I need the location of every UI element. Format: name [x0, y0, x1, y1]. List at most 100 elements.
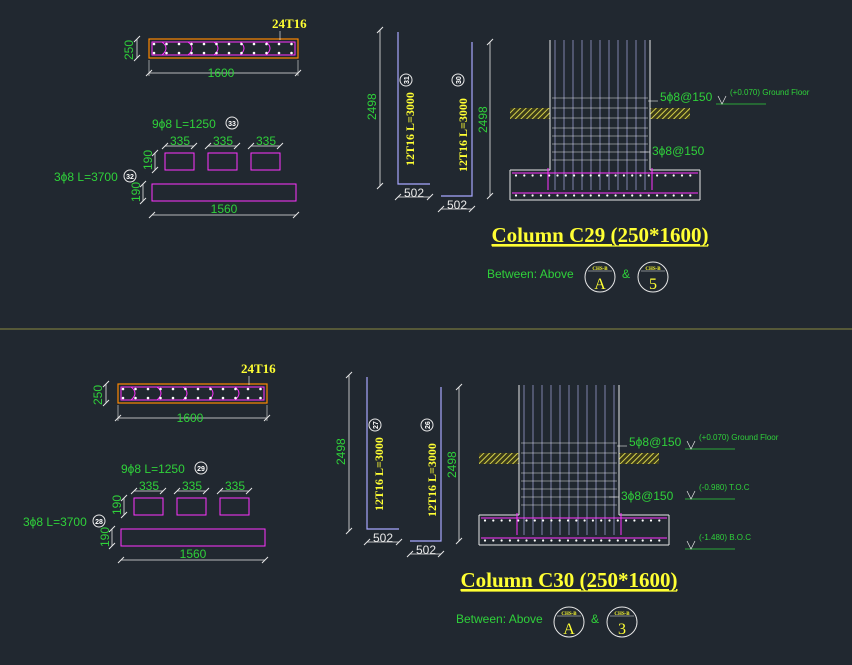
cage-link-mark: 28 [95, 519, 103, 526]
footing-bar-dot [625, 539, 628, 542]
bar-a-lap-dim: 502 [373, 531, 393, 545]
footing-bar-dot [639, 194, 642, 197]
dimension-tick [345, 371, 353, 379]
rebar-dot [227, 42, 231, 46]
rebar-dot [134, 387, 137, 391]
links-label: 9ϕ8 L=1250 [152, 117, 216, 131]
dimension-tick [376, 26, 384, 34]
footing-bar-dot [564, 194, 567, 197]
footing-bar-dot [680, 174, 684, 177]
level-marker [686, 490, 696, 500]
dimension-tick [426, 193, 434, 201]
footing-bar-dot [556, 194, 559, 197]
footing-bar-dot [523, 194, 526, 197]
section-inner-link [130, 386, 136, 401]
footing-bar-dot [591, 539, 595, 542]
bottom-links-note: 3ϕ8@150 [652, 144, 705, 158]
footing-bar-dot [583, 539, 586, 542]
footing-bar-dot [672, 194, 675, 197]
dimension-tick [363, 538, 371, 546]
rebar-dot [146, 387, 150, 391]
rebar-dot [177, 42, 181, 46]
link-shape [164, 152, 195, 171]
footing-bar-dot [525, 539, 528, 542]
footing-bar-dot [575, 519, 578, 522]
rebar-dot [240, 42, 243, 46]
link-spacing-dim: 335 [213, 134, 233, 148]
dimension-tick [395, 538, 403, 546]
footing-bar-dot [542, 519, 545, 522]
dimension-tick [173, 487, 181, 495]
section-inner-link [182, 386, 188, 401]
footing-bar-dot [583, 519, 586, 522]
dimension-tick [204, 142, 212, 150]
rebar-dot [277, 51, 281, 55]
rebar-dot [134, 396, 137, 400]
link-spacing-dim: 335 [256, 134, 276, 148]
link-shape [219, 497, 250, 516]
bar-a-label: 12T16 L=3000 [403, 92, 417, 166]
link-spacing-dim: 335 [139, 479, 159, 493]
dimension-tick [130, 487, 138, 495]
footing-bar-dot [514, 194, 518, 197]
footing-bar-dot [597, 174, 601, 177]
bar-a-label: 12T16 L=3000 [372, 437, 386, 511]
dimension-tick [190, 142, 198, 150]
footing-bar-dot [542, 539, 545, 542]
bar-b-shape [441, 42, 473, 197]
footing-bar-dot [680, 194, 684, 197]
rebar-dot [240, 51, 243, 55]
dimension-tick [261, 556, 269, 564]
dimension-tick [159, 487, 167, 495]
rebar-dot [202, 51, 206, 55]
rebar-dot [259, 387, 262, 391]
footing-bar-dot [517, 539, 520, 542]
section-inner-link [156, 386, 162, 401]
dimension-tick [455, 537, 463, 545]
dimension-tick [133, 35, 141, 43]
dimension-tick [139, 197, 147, 205]
dimension-tick [406, 550, 414, 558]
section-outline [117, 383, 268, 404]
footing-bar-dot [539, 174, 543, 177]
grid-ref-grid: 5 [649, 276, 657, 293]
grid-ref-sheet: CHS-B [592, 267, 608, 272]
rebar-dot [121, 387, 125, 391]
cage-link-label: 3ϕ8 L=3700 [23, 515, 87, 529]
footing-bar-dot [525, 519, 528, 522]
footing-bar-dot [591, 519, 595, 522]
cage-link-label: 3ϕ8 L=3700 [54, 170, 118, 184]
section-outline [148, 38, 299, 59]
rebar-dot [215, 51, 218, 55]
rebar-dot [152, 51, 156, 55]
footing-bar-dot [573, 194, 576, 197]
level-label: (+0.070) Ground Floor [699, 433, 779, 442]
footing-bar-dot [558, 519, 561, 522]
level-label: (+0.070) Ground Floor [730, 88, 810, 97]
cage-link-mark-circle [92, 514, 106, 528]
top-links-note: 5ϕ8@150 [660, 90, 713, 104]
dimension-tick [133, 54, 141, 62]
level-label: (-1.480) B.O.C [699, 533, 751, 542]
dimension-tick [437, 550, 445, 558]
grid-ref-grid: A [563, 621, 575, 638]
rebar-dot [171, 396, 175, 400]
footing-bar-dot [483, 539, 487, 542]
rebar-dot [159, 387, 162, 391]
cage-height-dim: 190 [98, 527, 112, 547]
bar-b-mark-circle [420, 418, 434, 432]
rebar-dot [184, 396, 187, 400]
footing-bar-dot [558, 539, 561, 542]
footing-bar-dot [614, 194, 617, 197]
footing-bar-dot [658, 539, 661, 542]
footing-bar-dot [689, 194, 692, 197]
rebar-dot [196, 396, 200, 400]
footing-bar-dot [633, 519, 636, 522]
rebar-dot [146, 396, 150, 400]
dimension-tick [247, 142, 255, 150]
rebar-dot [190, 42, 193, 46]
dimension-tick [486, 38, 494, 46]
footing-bar-dot [616, 539, 619, 542]
bar-b-height-dim: 2498 [476, 106, 490, 133]
grid-ref-bubble [637, 261, 669, 293]
